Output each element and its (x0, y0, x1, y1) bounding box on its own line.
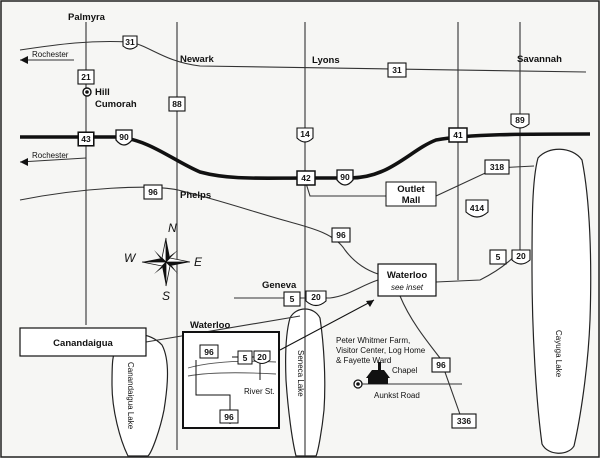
svg-text:20: 20 (311, 292, 321, 302)
waterloo-box: Waterloo see inset (377, 263, 437, 297)
route-21-shield: 21 (77, 69, 95, 85)
svg-text:42: 42 (301, 173, 311, 183)
svg-text:Waterloo: Waterloo (190, 320, 230, 331)
route-90a-shield: 90 (115, 129, 133, 146)
svg-text:River St.: River St. (244, 387, 275, 396)
town-savannah: Savannah (517, 54, 562, 65)
svg-text:Cumorah: Cumorah (95, 99, 137, 110)
svg-text:Rochester: Rochester (32, 151, 69, 160)
town-newark: Newark (180, 54, 215, 65)
canandaigua-lake (111, 333, 169, 457)
svg-text:88: 88 (172, 99, 182, 109)
route-31a-shield: 31 (122, 35, 138, 50)
svg-text:41: 41 (453, 130, 463, 140)
route-96a-shield: 96 (143, 184, 163, 200)
svg-text:5: 5 (496, 252, 501, 262)
route-88-shield: 88 (168, 96, 186, 112)
route-414-shield: 414 (465, 199, 489, 218)
svg-text:414: 414 (470, 203, 484, 213)
svg-text:Mall: Mall (402, 195, 420, 206)
rochester-arrow-top: Rochester (20, 50, 69, 64)
compass-rose: N S E W (124, 221, 203, 303)
route-96c-shield: 96 (431, 357, 451, 373)
svg-text:96: 96 (336, 230, 346, 240)
route-89-shield: 89 (510, 113, 530, 129)
svg-text:89: 89 (515, 115, 525, 125)
svg-text:20: 20 (257, 352, 267, 362)
compass-e: E (194, 255, 203, 269)
town-phelps: Phelps (180, 190, 211, 201)
svg-text:Canandaigua: Canandaigua (53, 338, 113, 349)
town-lyons: Lyons (312, 55, 340, 66)
svg-text:14: 14 (300, 129, 310, 139)
svg-text:Chapel: Chapel (392, 366, 418, 375)
route-42-shield: 42 (296, 170, 316, 186)
svg-text:96: 96 (436, 360, 446, 370)
svg-text:5: 5 (243, 353, 248, 363)
route-90b-shield: 90 (336, 169, 354, 186)
waterloo-inset: Waterloo 96 5 20 96 River St. (182, 320, 280, 429)
cayuga-lake (531, 148, 592, 454)
town-geneva: Geneva (262, 280, 297, 291)
compass-s: S (162, 289, 170, 303)
route-20b-shield: 20 (305, 290, 327, 307)
label-canandaigua-lake: Canandaigua Lake (126, 362, 135, 430)
svg-text:Aunkst Road: Aunkst Road (374, 391, 420, 400)
svg-text:5: 5 (290, 294, 295, 304)
svg-text:& Fayette Ward: & Fayette Ward (336, 356, 391, 365)
svg-text:see inset: see inset (391, 283, 424, 292)
route-5a-shield: 5 (489, 249, 507, 265)
svg-text:Outlet: Outlet (397, 184, 425, 195)
compass-w: W (124, 251, 137, 265)
svg-text:31: 31 (125, 37, 135, 47)
svg-text:96: 96 (204, 347, 214, 357)
svg-text:90: 90 (119, 132, 129, 142)
compass-n: N (168, 221, 177, 235)
canandaigua-box: Canandaigua (19, 327, 147, 357)
svg-text:336: 336 (457, 416, 471, 426)
svg-text:31: 31 (392, 65, 402, 75)
route-31b-shield: 31 (387, 62, 407, 78)
route-43-shield: 43 (77, 131, 95, 147)
svg-text:Peter Whitmer Farm,: Peter Whitmer Farm, (336, 336, 410, 345)
svg-text:Visitor Center, Log Home: Visitor Center, Log Home (336, 346, 426, 355)
rochester-arrow-mid: Rochester (20, 151, 69, 166)
svg-text:43: 43 (81, 134, 91, 144)
svg-text:Rochester: Rochester (32, 50, 69, 59)
route-5b-shield: 5 (283, 291, 301, 307)
svg-text:96: 96 (224, 412, 234, 422)
svg-text:Waterloo: Waterloo (387, 270, 427, 281)
route-318-shield: 318 (484, 159, 510, 175)
svg-text:318: 318 (490, 162, 504, 172)
whitmer-farm-site: Peter Whitmer Farm, Visitor Center, Log … (336, 336, 426, 400)
label-seneca-lake: Seneca Lake (296, 350, 305, 397)
svg-text:21: 21 (81, 72, 91, 82)
outlet-mall-box: Outlet Mall (385, 181, 437, 207)
route-41-shield: 41 (448, 127, 468, 143)
svg-text:Hill: Hill (95, 87, 110, 98)
town-palmyra: Palmyra (68, 12, 106, 23)
route-96b-shield: 96 (331, 227, 351, 243)
label-cayuga-lake: Cayuga Lake (554, 330, 563, 378)
route-14-shield: 14 (296, 127, 314, 143)
hill-cumorah-marker: Hill Cumorah (82, 87, 137, 110)
svg-text:90: 90 (340, 172, 350, 182)
inset-pointer (279, 299, 375, 351)
svg-text:20: 20 (516, 251, 526, 261)
route-336-shield: 336 (451, 413, 477, 429)
svg-text:96: 96 (148, 187, 158, 197)
route-20a-shield: 20 (511, 249, 531, 265)
